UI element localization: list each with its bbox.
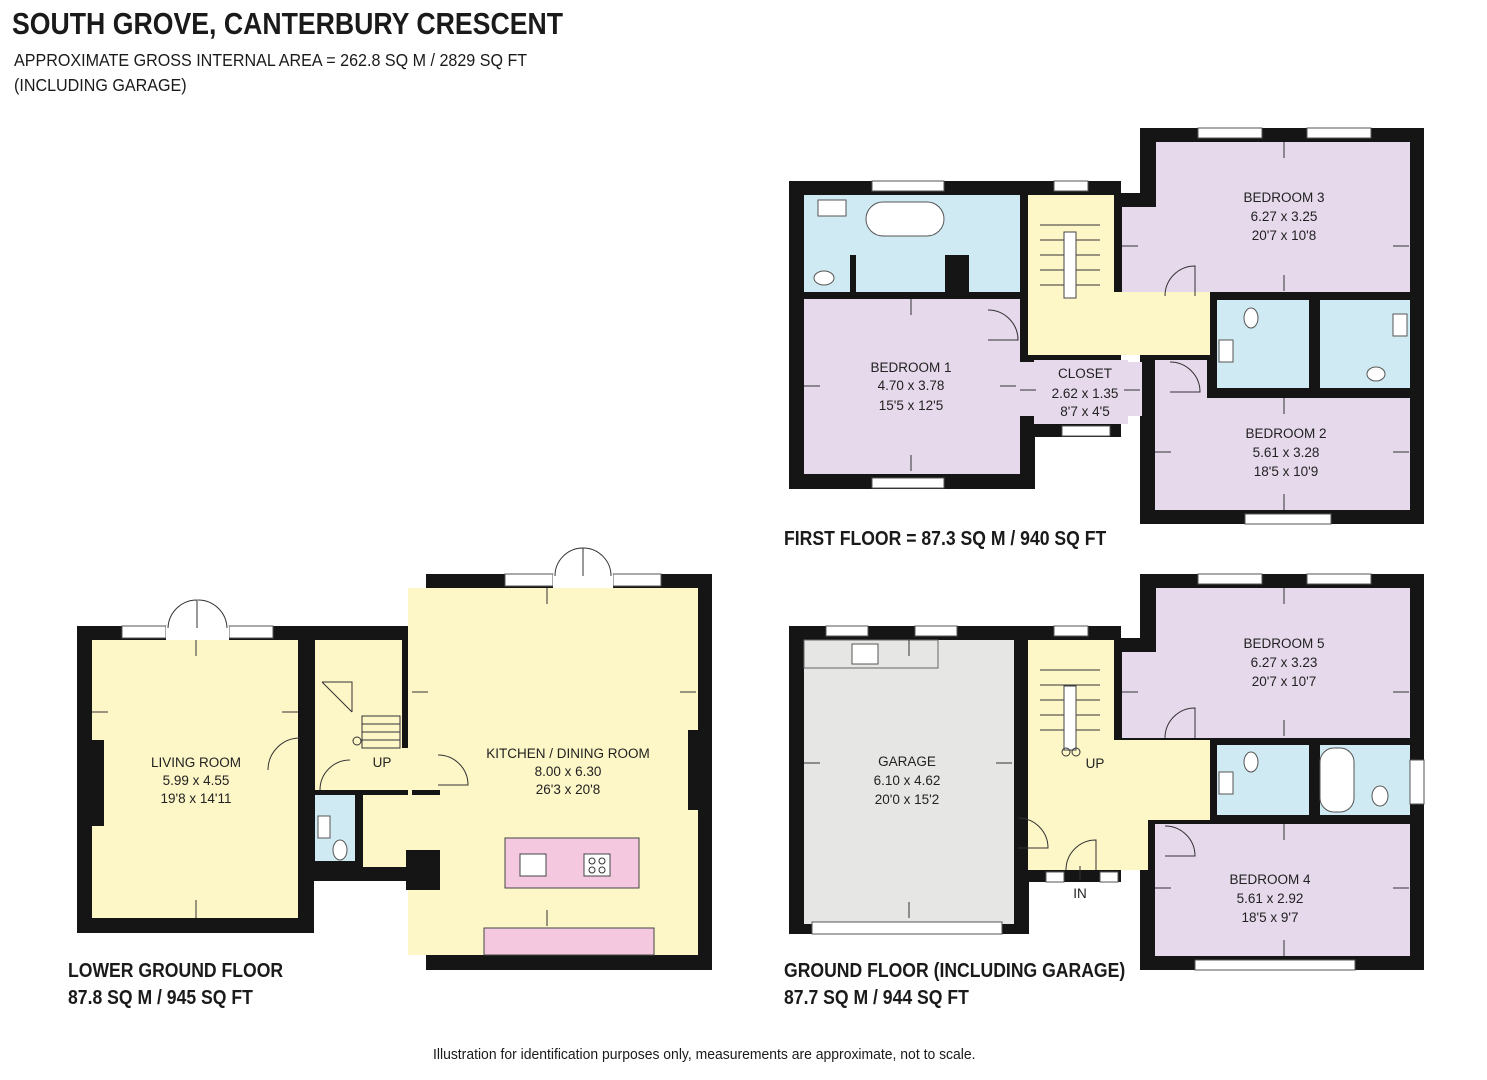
garage-imperial: 20'0 x 15'2 xyxy=(875,792,939,807)
bedroom-3-imperial: 20'7 x 10'8 xyxy=(1252,228,1316,243)
garage-floor xyxy=(804,640,1014,924)
lower-ground-floor-label: LOWER GROUND FLOOR xyxy=(68,960,284,982)
garage-name: GARAGE xyxy=(878,754,936,769)
first-floor-plan: BEDROOM 1 4.70 x 3.78 15'5 x 12'5 CLOSET… xyxy=(789,127,1424,525)
bedroom-5-floor xyxy=(1156,588,1410,738)
closet-imperial: 8'7 x 4'5 xyxy=(1060,404,1109,419)
bedroom-2-imperial: 18'5 x 10'9 xyxy=(1254,464,1318,479)
bedroom-1-name: BEDROOM 1 xyxy=(870,360,951,375)
living-room-name: LIVING ROOM xyxy=(151,755,241,770)
bedroom-4-imperial: 18'5 x 9'7 xyxy=(1242,910,1299,925)
bedroom-4-floor xyxy=(1155,824,1410,956)
bedroom-1-floor xyxy=(804,299,1020,474)
kitchen-dining-floor xyxy=(408,588,698,955)
disclaimer-footer: Illustration for identification purposes… xyxy=(433,1046,976,1063)
bedroom-1-imperial: 15'5 x 12'5 xyxy=(879,398,943,413)
bedroom-3-metric: 6.27 x 3.25 xyxy=(1251,209,1318,224)
kitchen-metric: 8.00 x 6.30 xyxy=(535,764,602,779)
living-room-metric: 5.99 x 4.55 xyxy=(163,773,230,788)
closet-metric: 2.62 x 1.35 xyxy=(1052,386,1119,401)
gross-area-line: APPROXIMATE GROSS INTERNAL AREA = 262.8 … xyxy=(14,50,528,70)
ground-stairs-up-label: UP xyxy=(1086,756,1105,771)
garage-metric: 6.10 x 4.62 xyxy=(874,773,941,788)
living-room-imperial: 19'8 x 14'11 xyxy=(161,791,232,806)
bedroom-1-metric: 4.70 x 3.78 xyxy=(878,378,945,393)
bedroom-5-name: BEDROOM 5 xyxy=(1243,636,1324,651)
first-ensuite-b-floor xyxy=(1320,300,1410,388)
page-title: SOUTH GROVE, CANTERBURY CRESCENT xyxy=(12,6,564,41)
bedroom-3-name: BEDROOM 3 xyxy=(1243,190,1324,205)
lower-ground-floor-area: 87.8 SQ M / 945 SQ FT xyxy=(68,987,253,1009)
bedroom-4-name: BEDROOM 4 xyxy=(1229,872,1311,887)
lower-stairs-up-label: UP xyxy=(373,755,392,770)
living-room-floor xyxy=(92,640,298,918)
ground-floor-label: GROUND FLOOR (INCLUDING GARAGE) xyxy=(784,960,1126,982)
kitchen-name: KITCHEN / DINING ROOM xyxy=(486,746,650,761)
bedroom-2-metric: 5.61 x 3.28 xyxy=(1253,445,1320,460)
first-floor-label: FIRST FLOOR = 87.3 SQ M / 940 SQ FT xyxy=(784,528,1107,550)
bedroom-3-floor xyxy=(1156,142,1410,292)
bedroom-4-metric: 5.61 x 2.92 xyxy=(1237,891,1304,906)
entrance-in-label: IN xyxy=(1073,886,1087,901)
lower-ground-floor-plan: LIVING ROOM 5.99 x 4.55 19'8 x 14'11 KIT… xyxy=(77,547,712,970)
bedroom-2-name: BEDROOM 2 xyxy=(1245,426,1326,441)
bedroom-2-floor xyxy=(1155,398,1410,510)
ground-floor-plan: GARAGE 6.10 x 4.62 20'0 x 15'2 BEDROOM 5… xyxy=(789,573,1425,971)
closet-name: CLOSET xyxy=(1058,366,1112,381)
ground-floor-area: 87.7 SQ M / 944 SQ FT xyxy=(784,987,969,1009)
kitchen-imperial: 26'3 x 20'8 xyxy=(536,782,600,797)
bedroom-5-metric: 6.27 x 3.23 xyxy=(1251,655,1318,670)
bedroom-5-imperial: 20'7 x 10'7 xyxy=(1252,674,1316,689)
kitchen-counter xyxy=(483,927,655,956)
gross-area-note: (INCLUDING GARAGE) xyxy=(14,75,187,95)
